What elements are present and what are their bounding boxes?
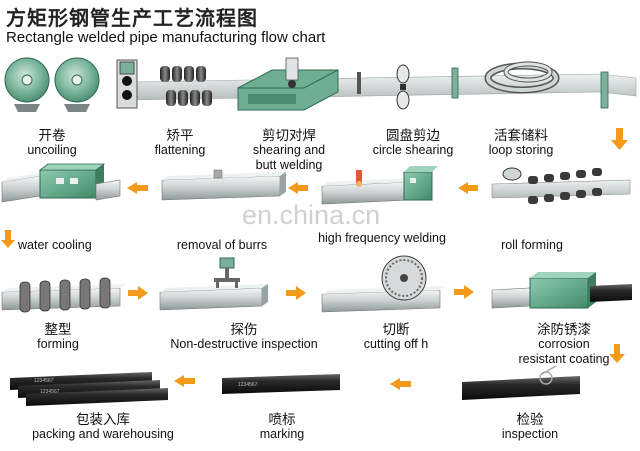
label-packing: 包装入库 packing and warehousing — [28, 412, 178, 442]
label-hf-en: high frequency welding — [318, 231, 446, 245]
pipe-print-2: 1234567 — [238, 382, 258, 388]
label-uncoiling-cn: 开卷 — [38, 128, 66, 143]
label-loop-en: loop storing — [488, 143, 554, 157]
label-corrosion-cn: 涂防锈漆 — [537, 322, 591, 337]
label-flattening: 矫平 flattening — [140, 128, 220, 158]
arrow-down-1 — [611, 128, 628, 150]
label-cut-en: cutting off h — [363, 337, 429, 351]
label-flattening-cn: 矫平 — [166, 128, 194, 143]
coating-section — [491, 272, 632, 309]
label-shearing-cn: 剪切对焊 — [262, 128, 316, 143]
label-ndt-en: Non-destructive inspection — [170, 337, 318, 351]
label-corrosion-en2: resistant coating — [518, 352, 610, 366]
water-cooling-section — [1, 163, 121, 203]
arrow-left-5 — [174, 375, 195, 387]
coil-1 — [4, 57, 50, 112]
label-loop-storing: 活套储料 loop storing — [476, 128, 566, 158]
label-inspection: 检验 inspection — [490, 412, 570, 442]
label-ndt: 探伤 Non-destructive inspection — [164, 322, 324, 352]
hf-welding-section — [321, 166, 438, 205]
label-circle-en: circle shearing — [372, 143, 454, 157]
label-roll-en: roll forming — [501, 238, 563, 252]
label-forming-cn: 整型 — [44, 322, 72, 337]
guide-stand-1 — [451, 67, 459, 99]
label-marking-en: marking — [259, 427, 305, 441]
label-forming-en: forming — [37, 337, 79, 351]
label-shearing-en2: butt welding — [255, 158, 323, 172]
label-packing-cn: 包装入库 — [76, 412, 130, 427]
label-water-cooling: water cooling — [18, 238, 92, 253]
label-burrs-en: removal of burrs — [176, 238, 268, 252]
roll-forming-section — [491, 167, 631, 204]
arrow-right-2 — [286, 286, 306, 300]
ndt-section — [159, 257, 268, 311]
page-title-cn: 方矩形钢管生产工艺流程图 — [6, 8, 258, 30]
arrow-down-2 — [1, 230, 15, 248]
label-roll-forming: roll forming — [492, 238, 572, 253]
flow-arrows — [1, 128, 628, 390]
label-water-en: water cooling — [18, 238, 92, 252]
marking-pipe — [222, 374, 340, 394]
label-cut-cn: 切断 — [382, 322, 410, 337]
label-hf-welding: high frequency welding — [312, 231, 452, 246]
page-title-en: Rectangle welded pipe manufacturing flow… — [6, 29, 326, 46]
label-shearing-en1: shearing and — [252, 143, 326, 157]
shearing-welding-machine — [237, 57, 339, 111]
watermark-text: en.china.cn — [242, 200, 381, 230]
label-shearing: 剪切对焊 shearing and butt welding — [244, 128, 334, 173]
guide-stand-2 — [600, 71, 609, 109]
inspection-pipe — [462, 365, 580, 400]
arrow-right-1 — [128, 286, 148, 300]
label-corrosion: 涂防锈漆 corrosion resistant coating — [512, 322, 616, 367]
label-uncoiling-en: uncoiling — [27, 143, 77, 157]
loop-storing-accumulator — [484, 61, 560, 94]
circle-shearing-knives — [357, 64, 410, 110]
label-marking: 喷标 marking — [244, 412, 320, 442]
coil-2 — [54, 57, 100, 112]
label-inspection-en: inspection — [501, 427, 559, 441]
arrow-left-4 — [390, 378, 411, 390]
label-marking-cn: 喷标 — [268, 412, 296, 427]
arrow-left-1 — [458, 182, 478, 194]
label-circle-cn: 圆盘剪边 — [386, 128, 440, 143]
label-uncoiling: 开卷 uncoiling — [22, 128, 82, 158]
packing-pipes — [10, 372, 168, 406]
arrow-left-2 — [288, 182, 308, 194]
label-corrosion-en1: corrosion — [538, 337, 590, 351]
cutting-section — [321, 255, 446, 313]
label-loop-cn: 活套储料 — [494, 128, 548, 143]
arrow-down-3 — [609, 344, 625, 363]
label-cutting: 切断 cutting off h — [356, 322, 436, 352]
label-ndt-cn: 探伤 — [230, 322, 258, 337]
label-packing-en: packing and warehousing — [32, 427, 174, 441]
label-removal-burrs: removal of burrs — [162, 238, 282, 253]
burr-removal-pipe — [161, 169, 286, 201]
arrow-right-3 — [454, 285, 474, 299]
pipe-print-3: 1234567 — [40, 389, 60, 395]
forming-section — [1, 277, 126, 313]
label-forming: 整型 forming — [28, 322, 88, 352]
flattening-rollers — [160, 66, 212, 106]
arrow-left-3 — [127, 182, 148, 194]
label-inspection-cn: 检验 — [516, 412, 544, 427]
flattening-stand — [116, 59, 138, 109]
pipe-print-1: 1234567 — [34, 378, 54, 384]
label-flattening-en: flattening — [154, 143, 206, 157]
label-circle-shearing: 圆盘剪边 circle shearing — [365, 128, 461, 158]
